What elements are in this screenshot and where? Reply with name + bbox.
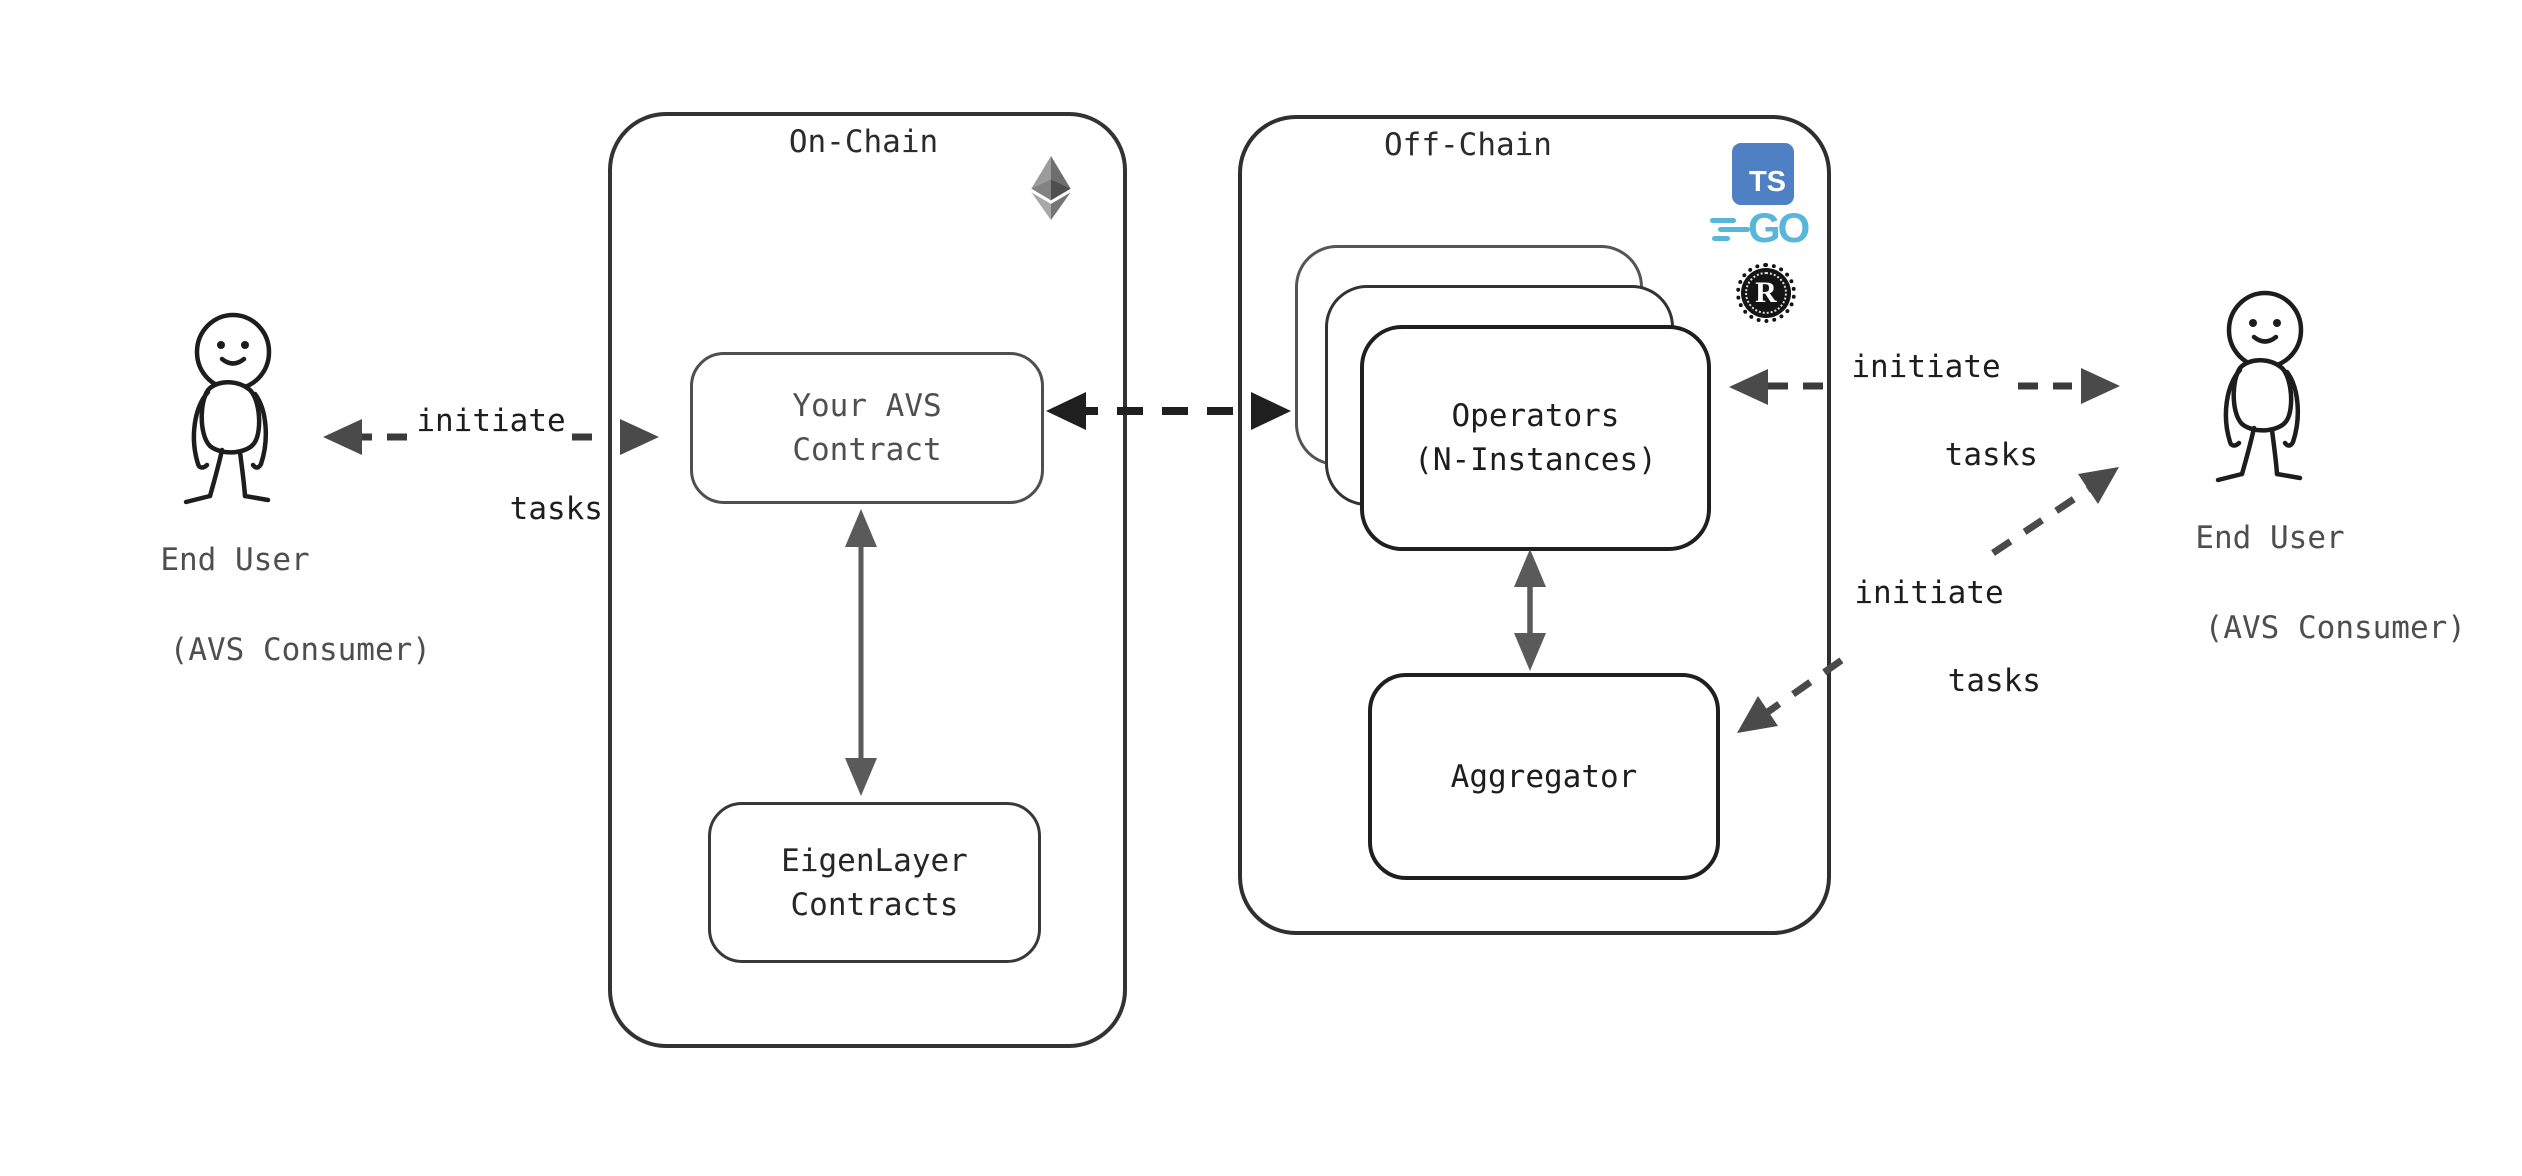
end-user-right-figure	[2215, 290, 2304, 483]
aggregator-node: Aggregator	[1368, 673, 1720, 880]
rust-icon-label: R	[1755, 276, 1777, 309]
rust-icon: R	[1736, 263, 1796, 323]
edge-label-top-right: initiate tasks	[1776, 345, 2076, 477]
eigenlayer-line1: EigenLayer	[781, 842, 968, 879]
edge-label-top-right-line2: tasks	[1944, 437, 2038, 473]
ethereum-icon	[1031, 156, 1071, 220]
go-icon: GO	[1708, 204, 1818, 254]
end-user-left-figure	[183, 312, 272, 505]
off-chain-container	[1238, 115, 1831, 935]
operators-node: Operators (N-Instances)	[1360, 325, 1711, 551]
end-user-right-title: End User	[2195, 520, 2345, 556]
end-user-left-caption: End User (AVS Consumer)	[35, 538, 435, 673]
end-user-left-title: End User	[160, 542, 310, 578]
operators-line1: Operators	[1451, 398, 1620, 434]
end-user-right-subtitle: (AVS Consumer)	[2204, 610, 2466, 646]
end-user-right-caption: End User (AVS Consumer)	[2070, 516, 2470, 651]
edge-label-bottom-right: initiate tasks	[1779, 571, 2079, 703]
on-chain-title: On-Chain	[788, 124, 939, 160]
typescript-icon-label: TS	[1748, 166, 1786, 198]
typescript-icon: TS	[1732, 143, 1794, 205]
your-avs-contract-line2: Contract	[792, 432, 942, 468]
operators-line2: (N-Instances)	[1414, 442, 1657, 478]
edge-label-left: initiate tasks	[341, 399, 641, 531]
edge-label-left-line1: initiate	[416, 403, 566, 439]
eigenlayer-line2: Contracts	[790, 886, 959, 923]
arrowhead-to-right-user	[2081, 368, 2120, 404]
edge-label-bottom-right-line1: initiate	[1854, 575, 2004, 611]
off-chain-title: Off-Chain	[1384, 127, 1552, 163]
go-icon-label: GO	[1748, 204, 1810, 251]
eigenlayer-contracts-node: EigenLayer Contracts	[708, 802, 1041, 963]
your-avs-contract-node: Your AVS Contract	[690, 352, 1044, 504]
edge-label-top-right-line1: initiate	[1851, 349, 2001, 385]
aggregator-label: Aggregator	[1450, 758, 1638, 795]
edge-label-bottom-right-line2: tasks	[1947, 663, 2041, 699]
edge-label-left-line2: tasks	[509, 491, 603, 527]
your-avs-contract-line1: Your AVS	[792, 388, 942, 424]
arrowhead-to-right-user-diagonal	[2078, 467, 2119, 504]
end-user-left-subtitle: (AVS Consumer)	[169, 632, 431, 668]
on-chain-container	[608, 112, 1127, 1048]
